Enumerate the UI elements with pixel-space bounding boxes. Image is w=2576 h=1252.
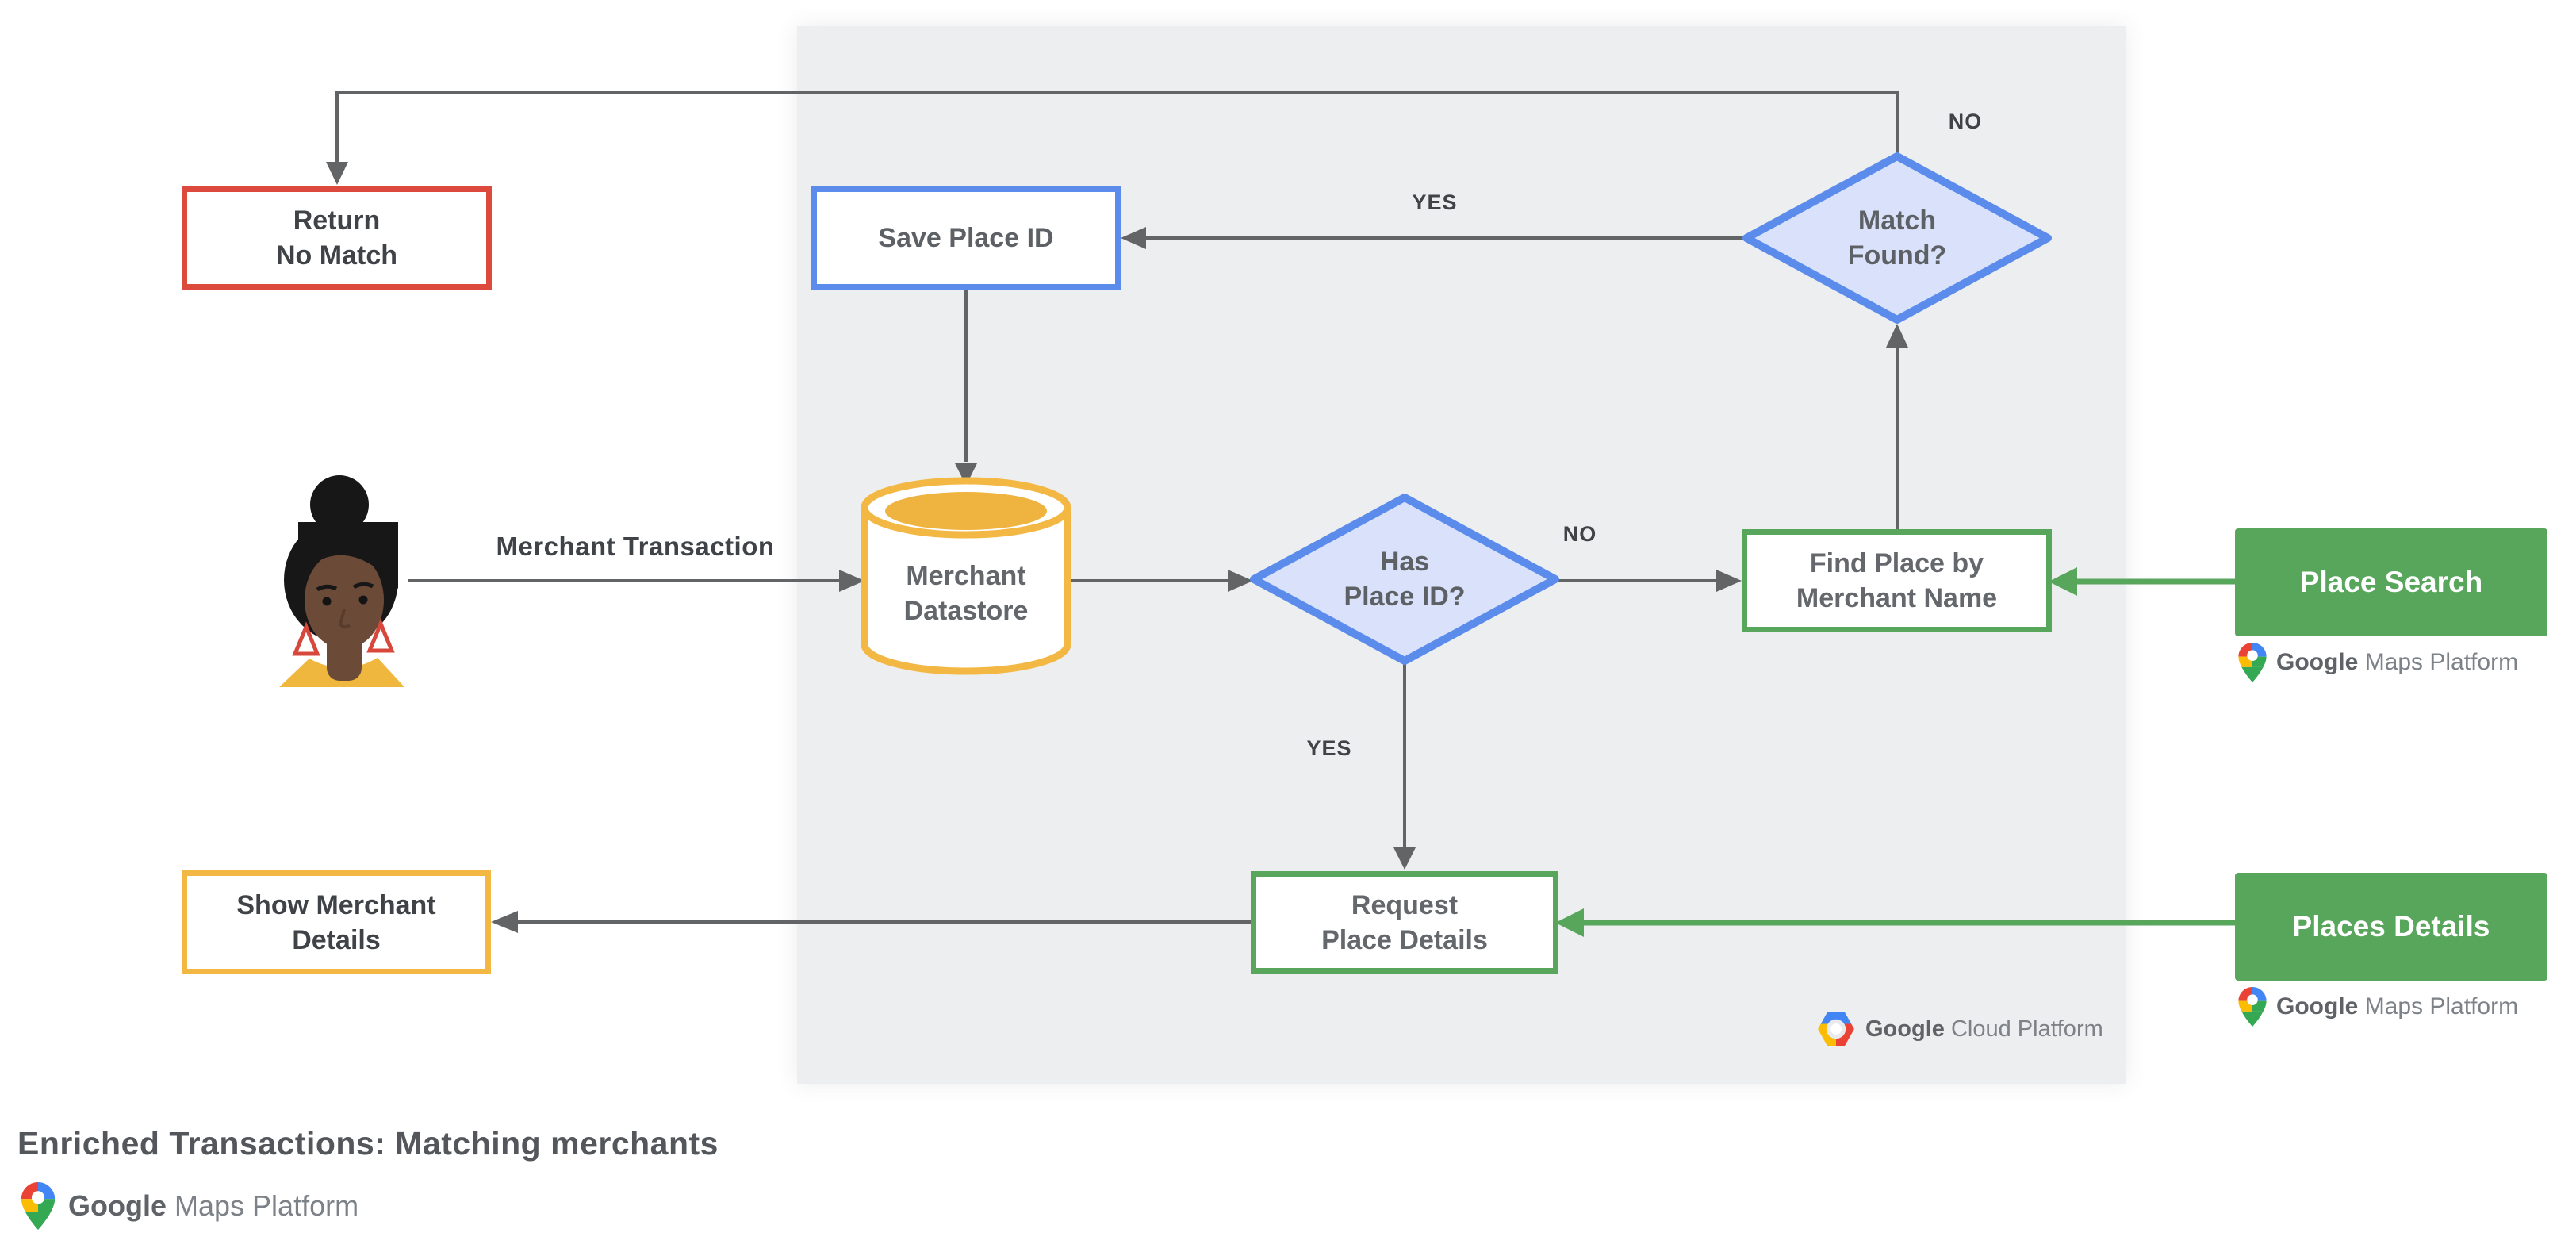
node-label: Details: [292, 924, 381, 955]
node-label: Place Search: [2299, 566, 2483, 598]
node-label: Show Merchant: [236, 889, 436, 920]
node-has-place-id: Has Place ID?: [1249, 493, 1560, 666]
logo-text: Google Maps Platform: [68, 1189, 359, 1222]
node-label: Place ID?: [1344, 582, 1466, 612]
edge-label-merchant-transaction: Merchant Transaction: [496, 532, 775, 561]
cloud-hexagon-icon: [1818, 1012, 1854, 1046]
logo-text: Google Maps Platform: [2276, 993, 2519, 1020]
node-label: Return: [293, 205, 381, 236]
logo-text: Google Maps Platform: [2276, 649, 2519, 675]
maps-pin-icon: [2238, 643, 2267, 682]
maps-pin-icon: [2238, 987, 2267, 1027]
node-places-details: Places Details: [2235, 873, 2547, 981]
google-maps-platform-logo: Google Maps Platform: [2238, 987, 2518, 1027]
node-find-place-by-merchant-name: Find Place by Merchant Name: [1742, 529, 2052, 632]
node-label: Place Details: [1321, 924, 1488, 955]
node-label: Has: [1379, 547, 1430, 577]
node-place-search: Place Search: [2235, 528, 2547, 636]
node-label: Datastore: [903, 596, 1029, 626]
google-cloud-platform-logo: Google Cloud Platform: [1818, 1012, 2103, 1046]
node-label: Match: [1857, 205, 1937, 236]
node-label: No Match: [276, 240, 397, 271]
maps-pin-icon: [21, 1182, 56, 1230]
google-maps-platform-logo-footer: Google Maps Platform: [21, 1182, 358, 1230]
node-match-found: Match Found?: [1742, 152, 2053, 325]
node-label: Request: [1351, 889, 1459, 920]
user-avatar: [278, 473, 406, 687]
node-merchant-datastore: Merchant Datastore: [855, 473, 1077, 682]
node-return-no-match: Return No Match: [182, 186, 492, 290]
node-request-place-details: Request Place Details: [1251, 871, 1558, 974]
node-label: Find Place by: [1809, 548, 1984, 578]
node-show-merchant-details: Show Merchant Details: [182, 870, 491, 974]
google-maps-platform-logo: Google Maps Platform: [2238, 643, 2518, 682]
edge-label-yes-has-place-id: YES: [1306, 736, 1352, 760]
logo-text: Google Cloud Platform: [1865, 1016, 2103, 1042]
node-save-place-id: Save Place ID: [811, 186, 1121, 290]
datastore-cylinder-icon: [861, 477, 1071, 675]
node-label: Found?: [1847, 240, 1947, 271]
edge-label-no-match-found: NO: [1948, 109, 1983, 133]
edge-matchfound-no: [335, 91, 1899, 163]
node-label: Places Details: [2292, 910, 2490, 943]
node-label: Save Place ID: [878, 223, 1054, 253]
edge-label-yes-match-found: YES: [1412, 190, 1458, 214]
edge-label-no-has-place-id: NO: [1562, 522, 1597, 546]
diagram-title: Enriched Transactions: Matching merchant…: [17, 1125, 719, 1162]
node-label: Merchant: [906, 561, 1026, 591]
node-label: Merchant Name: [1796, 583, 1998, 613]
